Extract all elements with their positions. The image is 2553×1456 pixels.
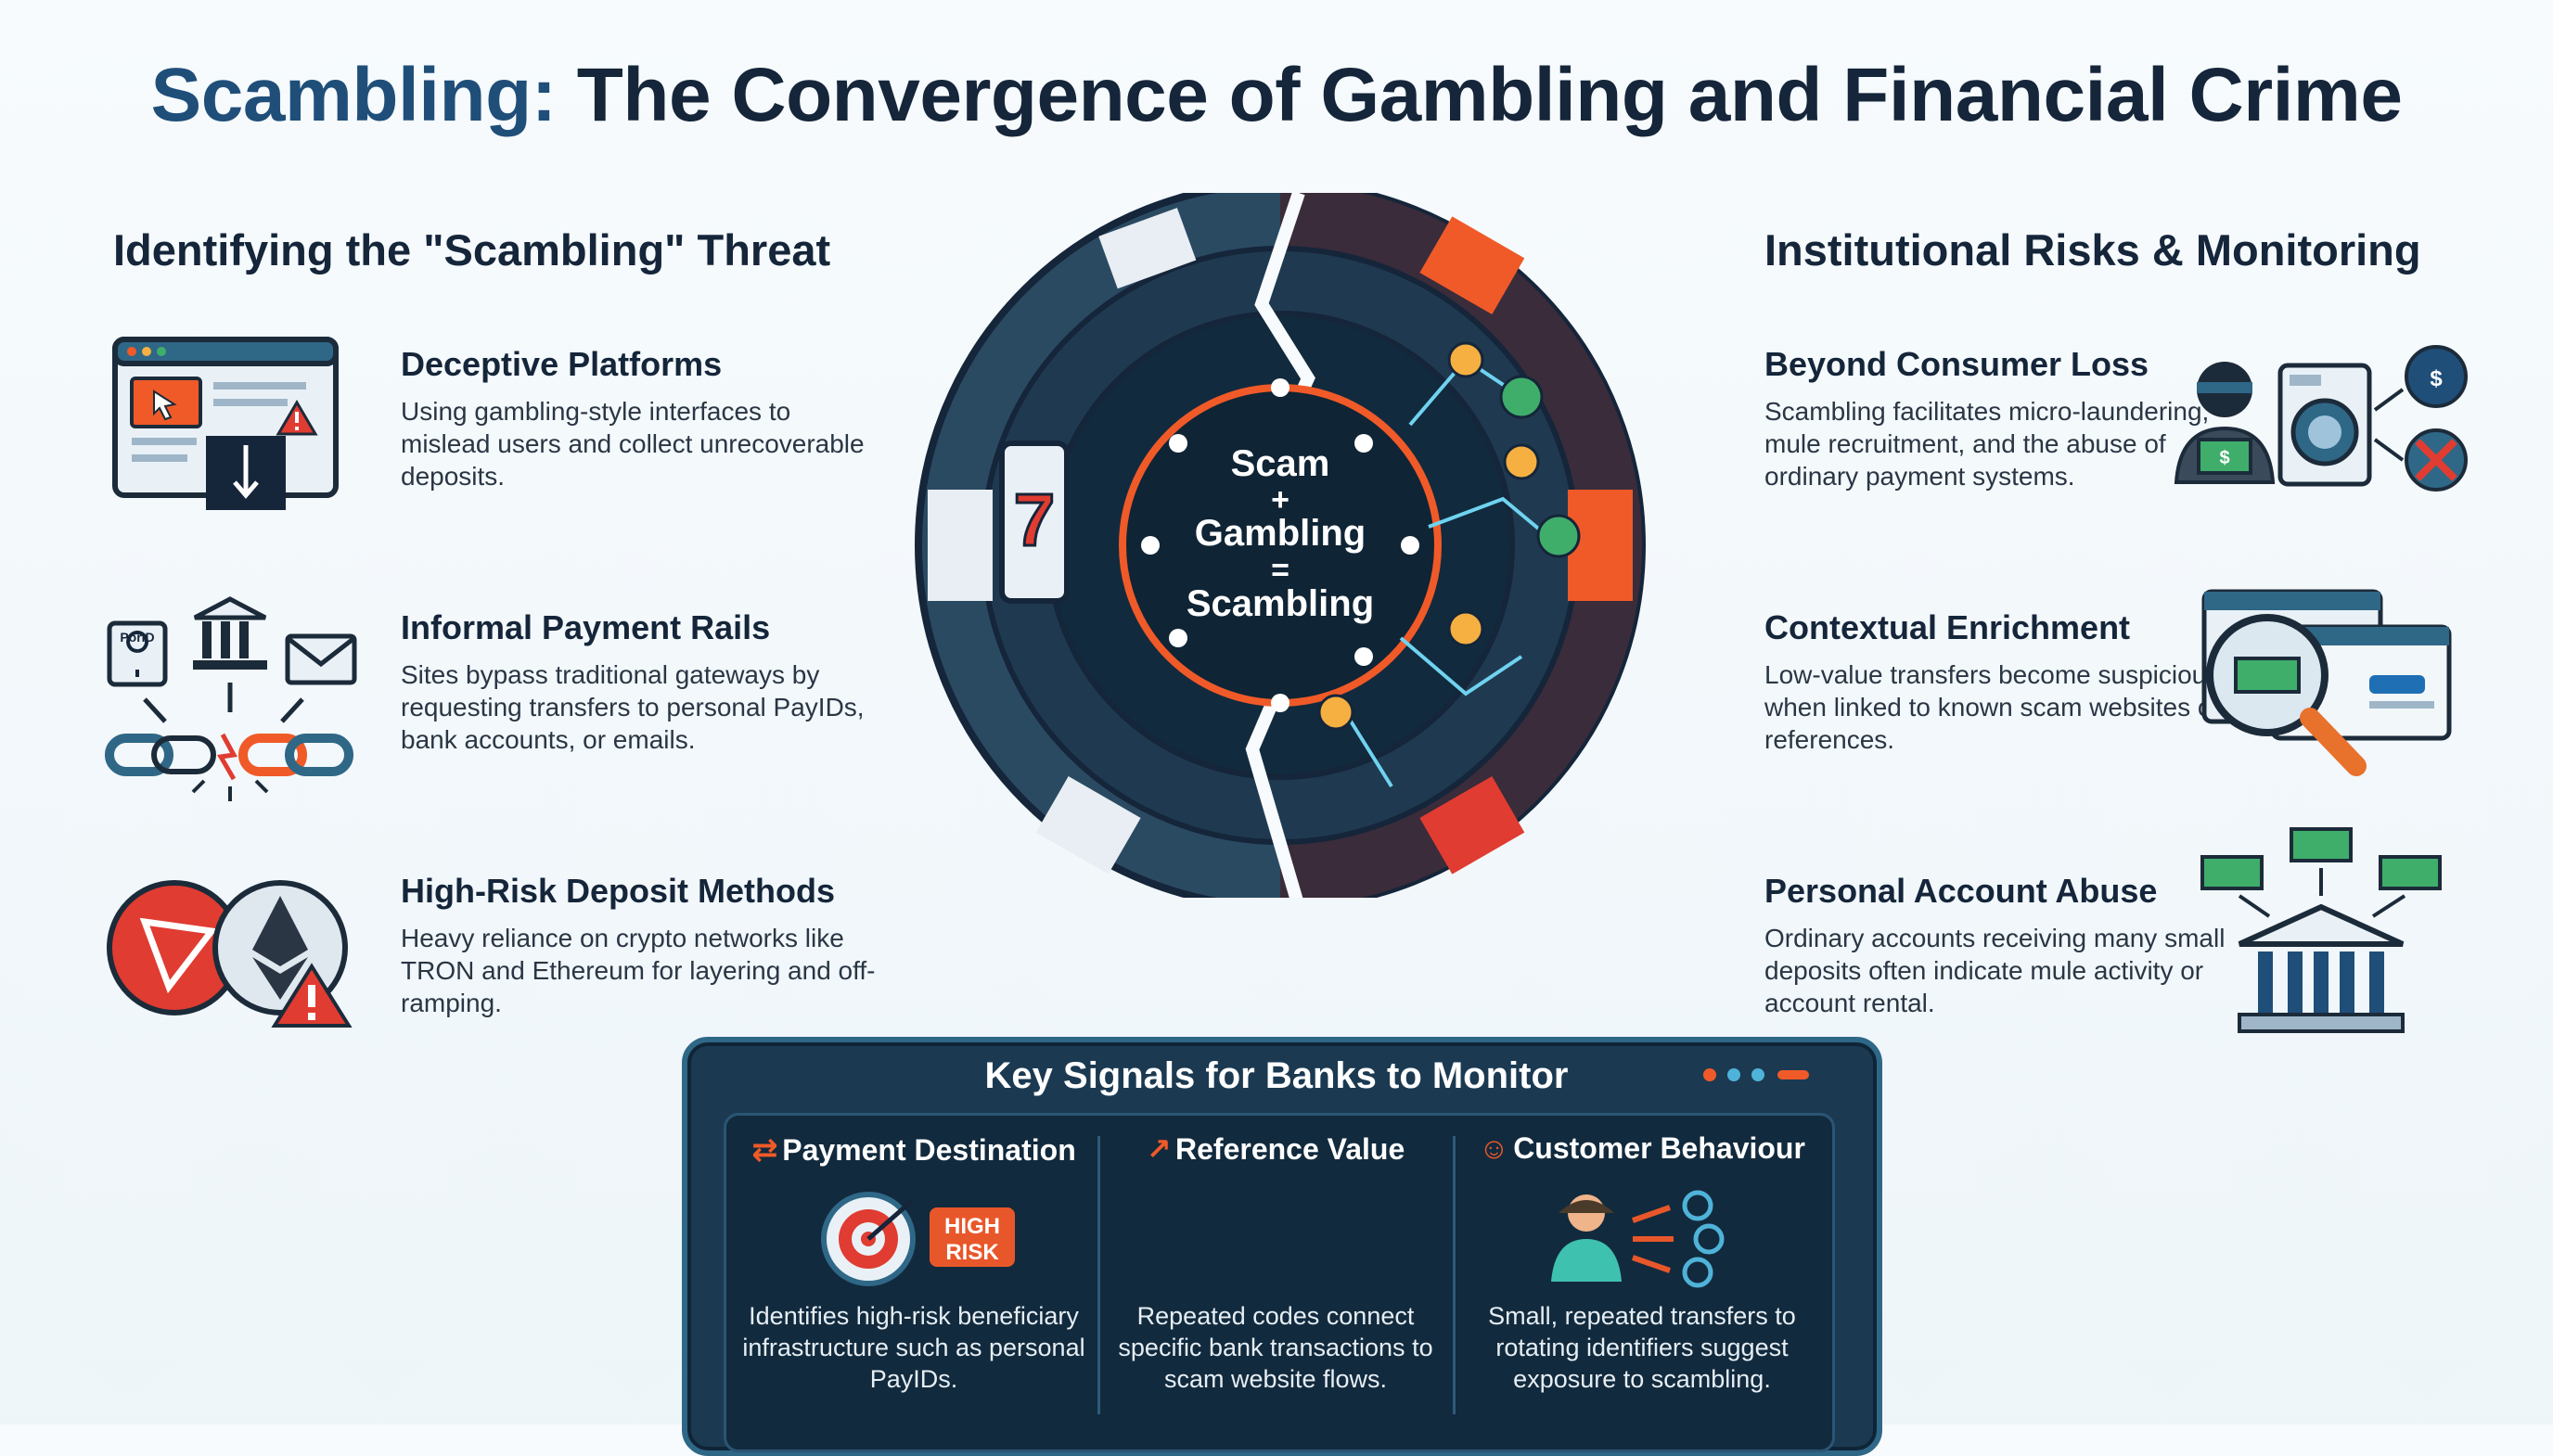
panel-bar — [1777, 1070, 1809, 1079]
bank-deposits-icon — [2200, 827, 2442, 1033]
item-title: Deceptive Platforms — [401, 345, 723, 383]
item-desc: Low-value transfers become suspicious on… — [1764, 660, 2275, 754]
customer-transfers-icon — [1551, 1190, 1725, 1288]
scambling-chip-graphic: 7 Scam + Gambling = Scambling — [915, 193, 1646, 898]
item-title: Informal Payment Rails — [401, 608, 771, 646]
deceptive-website-icon — [112, 337, 339, 510]
svg-text:$: $ — [2430, 366, 2443, 391]
person-icon: ☺ — [1479, 1131, 1509, 1165]
item-title: Beyond Consumer Loss — [1764, 345, 2149, 383]
center-gambling: Gambling — [1195, 513, 1366, 554]
item-desc: Scambling facilitates micro-laundering, … — [1764, 397, 2210, 491]
center-scambling: Scambling — [1187, 583, 1374, 624]
column-desc: Identifies high-risk beneficiary infrast… — [742, 1302, 1085, 1393]
column-payment-destination: ⇄ Payment Destination — [738, 1131, 1090, 1169]
left-section-heading: Identifying the "Scambling" Threat — [113, 225, 831, 275]
left-item-informal-payment-rails: Informal Payment Rails Sites bypass trad… — [401, 608, 883, 756]
item-title: Personal Account Abuse — [1764, 872, 2158, 910]
external-link-icon: ↗ — [1146, 1132, 1172, 1166]
crypto-tron-ethereum-icon — [107, 880, 353, 1028]
slot-seven: 7 — [1014, 479, 1056, 561]
item-desc: Ordinary accounts receiving many small d… — [1764, 924, 2226, 1017]
magnifier-search-icon — [2201, 589, 2452, 776]
right-section-heading: Institutional Risks & Monitoring — [1764, 225, 2421, 275]
panel-inner — [724, 1113, 1835, 1452]
right-item-contextual-enrichment: Contextual Enrichment Low-value transfer… — [1764, 608, 2284, 756]
title-accent: Scambling: — [150, 53, 557, 137]
page-title: Scambling: The Convergence of Gambling a… — [0, 52, 2553, 139]
item-title: High-Risk Deposit Methods — [401, 872, 836, 910]
item-desc: Sites bypass traditional gateways by req… — [401, 660, 865, 754]
panel-dot — [1703, 1068, 1716, 1081]
svg-text:$: $ — [2219, 448, 2229, 468]
column-desc: Repeated codes connect specific bank tra… — [1118, 1302, 1433, 1393]
arrows-exchange-icon: ⇄ — [751, 1132, 778, 1168]
panel-dot — [1751, 1068, 1764, 1081]
money-laundering-icon: $ $ — [2174, 345, 2468, 492]
right-item-personal-account-abuse: Personal Account Abuse Ordinary accounts… — [1764, 872, 2247, 1019]
column-title: Payment Destination — [782, 1133, 1076, 1167]
left-item-deceptive-platforms: Deceptive Platforms Using gambling-style… — [401, 345, 883, 492]
item-desc: Using gambling-style interfaces to misle… — [401, 397, 865, 491]
item-title: Contextual Enrichment — [1764, 608, 2131, 646]
column-title: Reference Value — [1175, 1132, 1405, 1166]
column-desc: Small, repeated transfers to rotating id… — [1488, 1302, 1796, 1393]
panel-dot — [1727, 1068, 1740, 1081]
payment-rails-icon: PorID — [105, 596, 357, 801]
column-title: Customer Behaviour — [1513, 1131, 1805, 1165]
title-rest: The Convergence of Gambling and Financia… — [576, 53, 2403, 137]
target-high-risk-icon: HIGH RISK — [821, 1192, 1015, 1286]
badge-high: HIGH — [944, 1214, 1000, 1239]
center-scam: Scam — [1231, 443, 1330, 484]
badge-risk: RISK — [945, 1240, 999, 1265]
panel-title: Key Signals for Banks to Monitor — [984, 1055, 1569, 1096]
column-customer-behaviour: ☺ Customer Behaviour — [1466, 1131, 1818, 1166]
left-item-high-risk-deposit: High-Risk Deposit Methods Heavy reliance… — [401, 872, 883, 1019]
item-desc: Heavy reliance on crypto networks like T… — [401, 924, 876, 1017]
column-divider — [1453, 1136, 1456, 1414]
column-divider — [1097, 1136, 1100, 1414]
right-item-beyond-consumer-loss: Beyond Consumer Loss Scambling facilitat… — [1764, 345, 2247, 492]
center-plus: + — [1271, 482, 1289, 517]
column-reference-value: ↗ Reference Value — [1099, 1131, 1452, 1167]
center-equals: = — [1271, 553, 1289, 588]
